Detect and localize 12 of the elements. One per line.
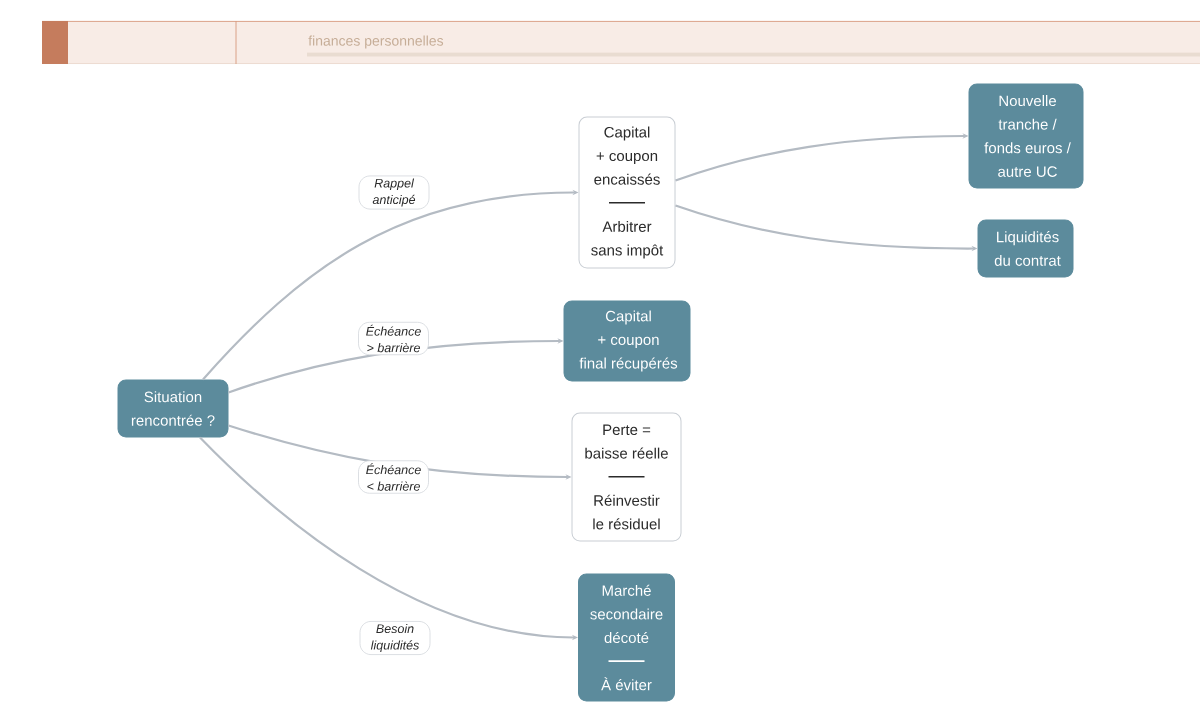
outcome-box: Perte = baisse réelle Réinvestir le résiduel — [571, 412, 682, 542]
outcome-box: Marché secondaire décoté À éviter — [578, 573, 675, 702]
decision-box: Situation rencontrée ? — [117, 379, 229, 438]
edge-label: Échéance < barrière — [358, 460, 429, 494]
edge-label: Rappel anticipé — [358, 175, 430, 210]
outcome-box: Nouvelle tranche / fonds euros / autre UC — [968, 83, 1084, 189]
outcome-box: Liquidités du contrat — [977, 219, 1074, 278]
outcome-box: Capital + coupon final récupérés — [563, 300, 691, 382]
edge-label: Échéance > barrière — [358, 321, 429, 356]
header-subtitle: finances personnelles — [308, 35, 444, 49]
edge-label: Besoin liquidités — [359, 621, 431, 655]
outcome-box: Capital + coupon encaissés Arbitrer sans impôt — [578, 116, 676, 269]
